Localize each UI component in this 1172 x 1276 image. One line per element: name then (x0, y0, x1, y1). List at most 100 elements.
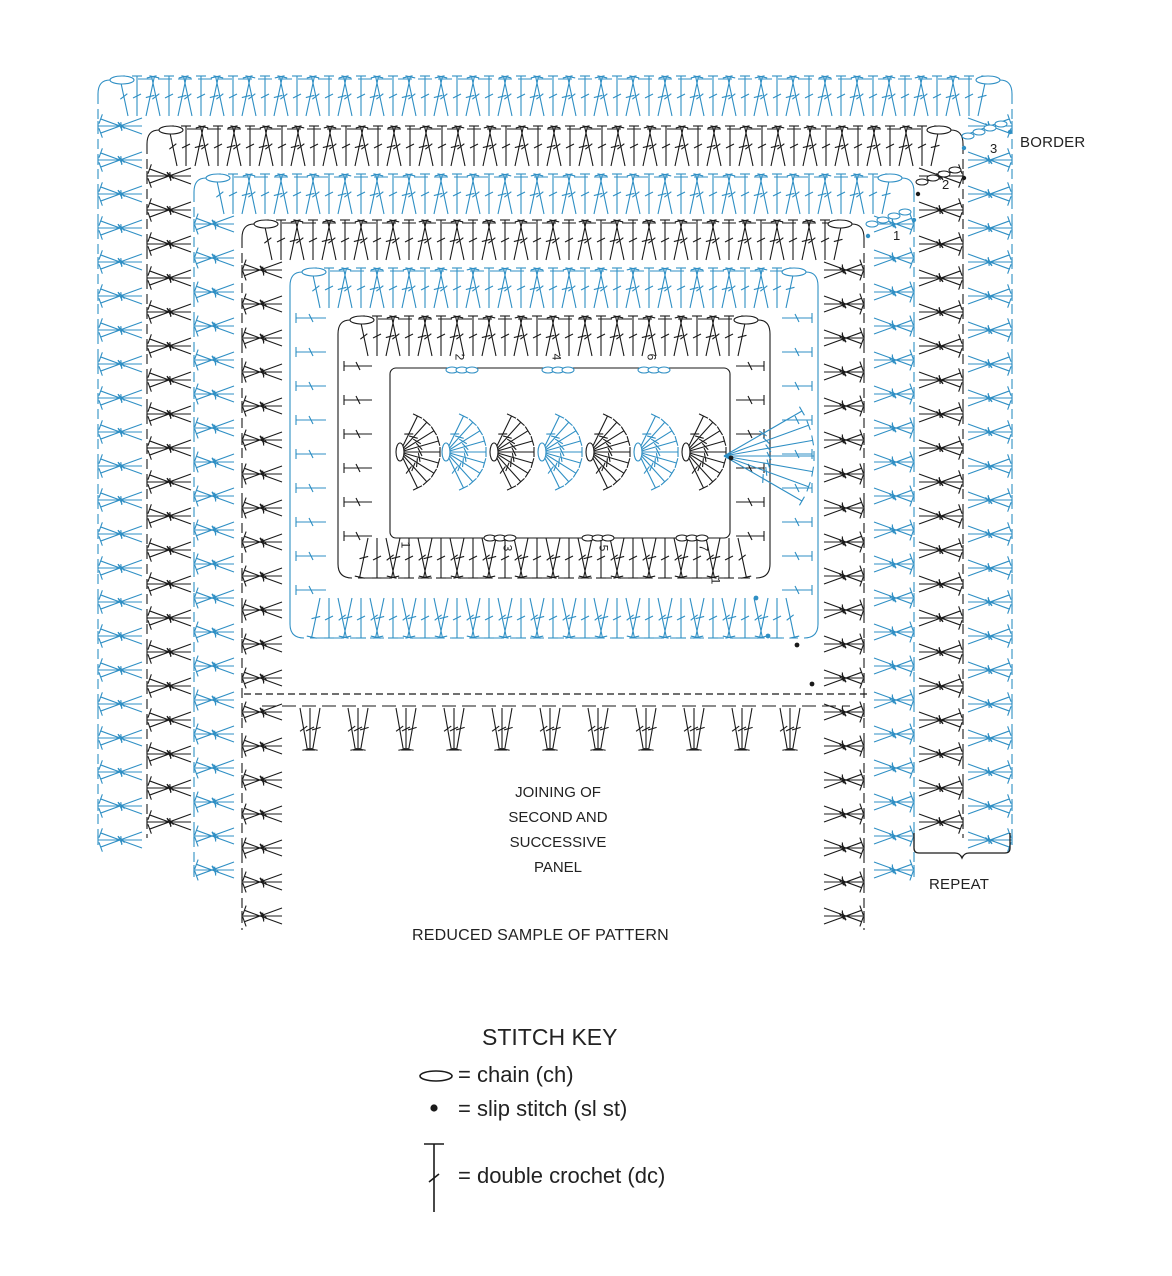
repeat-bracket (914, 833, 1010, 858)
dc-stitch (612, 598, 622, 638)
dc-stitch (542, 452, 579, 477)
dc-stitch (874, 253, 914, 263)
dc-stitch (824, 537, 864, 547)
dc-stitch (708, 598, 718, 638)
dc-stitch (356, 268, 366, 308)
dc-stitch (500, 220, 510, 260)
dc-bar (263, 777, 264, 786)
dc-bar (170, 240, 171, 249)
dc-stitch (724, 451, 814, 461)
dc-bar (215, 799, 216, 808)
dc-stitch (565, 126, 575, 166)
dc-stitch (597, 126, 607, 166)
dc-bar (763, 474, 764, 483)
dc-stitch (242, 469, 282, 479)
dc-stitch (296, 313, 326, 323)
dc-stitch (824, 367, 864, 377)
dc-stitch (804, 76, 814, 116)
dc-stitch (194, 831, 234, 841)
dc-stitch (824, 741, 864, 751)
dc-bar (170, 274, 171, 283)
dc-stitch (874, 729, 914, 739)
dc-stitch (494, 452, 531, 477)
dc-bar (463, 458, 464, 467)
dc-stitch (242, 265, 282, 275)
side-chain (338, 334, 352, 578)
dc-bar (170, 342, 171, 351)
side-chain (804, 286, 818, 638)
dc-bar (215, 595, 216, 604)
dc-stitch (692, 220, 702, 260)
side-chain (290, 286, 304, 638)
dc-stitch (786, 598, 799, 638)
dc-stitch (260, 76, 270, 116)
chain-icon (538, 443, 546, 461)
dc-top (717, 427, 722, 435)
dc-stitch (756, 220, 766, 260)
slip-stitch-icon (962, 176, 966, 180)
dc-bar (406, 466, 411, 473)
dc-stitch (420, 598, 430, 638)
dc-stitch (724, 220, 734, 260)
dc-stitch (660, 316, 670, 356)
dc-stitch (580, 268, 590, 308)
dc-bar (417, 458, 418, 467)
dc-bar (763, 438, 769, 444)
dc-top (525, 469, 530, 477)
dc-top (459, 414, 468, 418)
dc-stitch (874, 389, 914, 399)
corner-chain (806, 272, 818, 286)
dc-stitch (532, 316, 542, 356)
dc-bar (121, 360, 122, 369)
dc-stitch (228, 174, 238, 214)
center-round-1: 1 (398, 542, 412, 549)
center-panel (390, 367, 814, 541)
dc-bar (121, 768, 122, 777)
dc-stitch (296, 347, 326, 357)
dc-stitch (420, 174, 430, 214)
dc-stitch (242, 571, 282, 581)
chain-icon (442, 443, 450, 461)
dc-stitch (580, 174, 590, 214)
dc-stitch (736, 531, 764, 541)
dc-stitch (307, 598, 320, 638)
dc-bar (644, 466, 649, 473)
dc-bar (554, 463, 557, 471)
dc-stitch (340, 220, 350, 260)
dc-stitch (194, 559, 234, 569)
slip-stitch-icon (810, 682, 815, 687)
center-chain-frame (390, 368, 730, 538)
dc-stitch (686, 452, 723, 477)
dc-stitch (740, 76, 750, 116)
dc-stitch (194, 457, 234, 467)
corner-chain (290, 272, 302, 286)
dc-bar (263, 845, 264, 854)
dc-bar (263, 675, 264, 684)
dc-stitch (874, 321, 914, 331)
dc-stitch (874, 831, 914, 841)
dc-stitch (420, 268, 430, 308)
dc-stitch (404, 220, 414, 260)
corner-chain (147, 130, 159, 144)
dc-stitch (757, 126, 767, 166)
chain-icon (602, 535, 614, 541)
dc-bar (455, 436, 464, 438)
dc-bar (121, 462, 122, 471)
dc-bar (263, 743, 264, 752)
dc-bar (215, 425, 216, 434)
dc-stitch (725, 126, 735, 166)
dc-stitch (324, 268, 334, 308)
border-round-2: 2 (942, 177, 949, 192)
dc-bar (263, 403, 264, 412)
dc-stitch (533, 126, 543, 166)
dc-bar (170, 818, 171, 827)
joining-note: JOINING OF SECOND AND SUCCESSIVE PANEL (478, 780, 638, 880)
chain-icon (782, 268, 806, 276)
dc-stitch (309, 126, 319, 166)
dc-bar (558, 443, 564, 450)
dc-stitch (194, 525, 234, 535)
dc-top (525, 427, 530, 435)
dc-bar (263, 573, 264, 582)
dc-stitch (532, 220, 542, 260)
dc-stitch (782, 517, 812, 527)
